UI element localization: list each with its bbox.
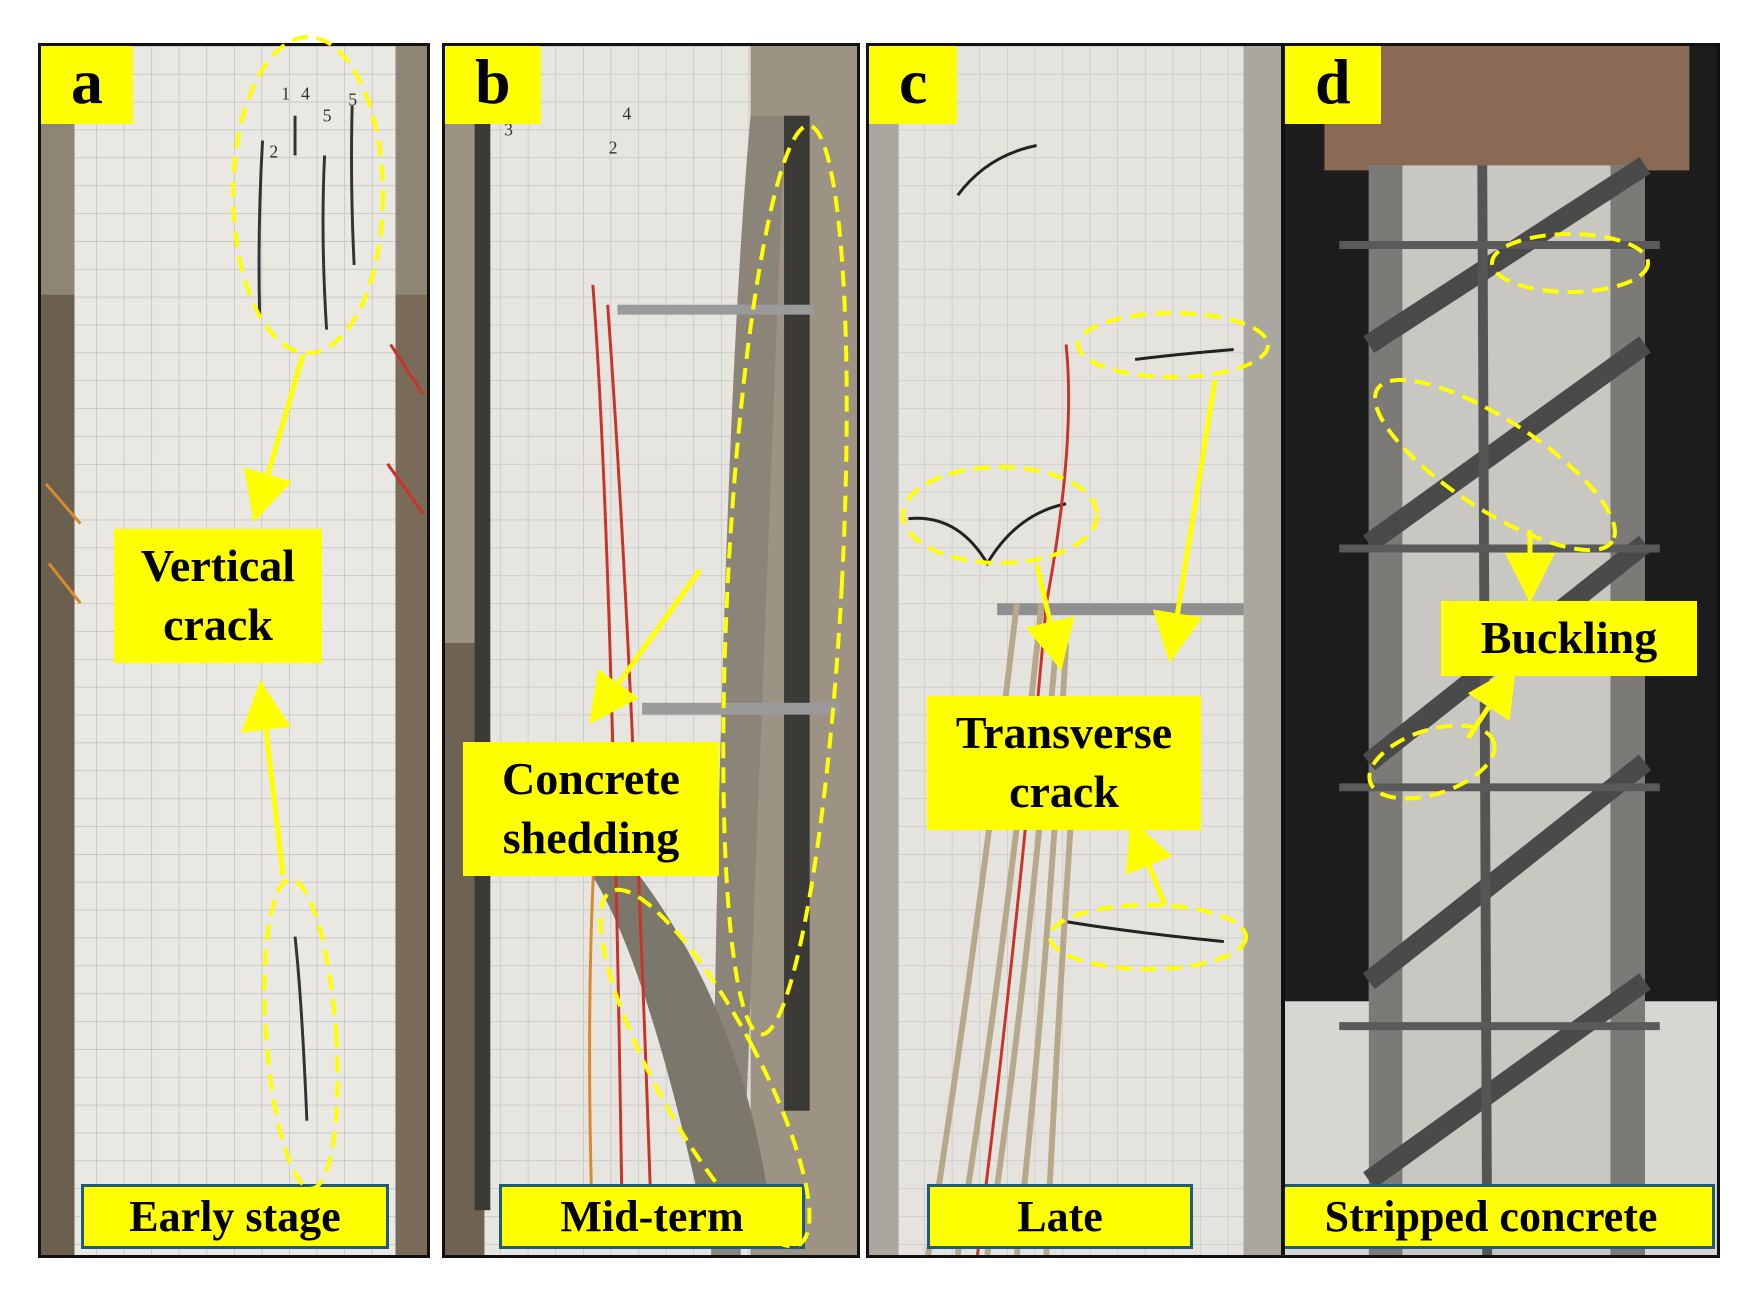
crack-mark: 4 — [301, 84, 310, 104]
panel-letter: b — [445, 46, 541, 124]
photo-panel-c — [869, 46, 1281, 1255]
panel-letter: d — [1285, 46, 1381, 124]
stage-caption: Late — [927, 1184, 1193, 1249]
panel-letter: c — [869, 46, 958, 124]
crack-mark: 5 — [323, 106, 332, 126]
crack-mark: 3 — [504, 119, 513, 139]
crack-mark: 2 — [269, 141, 278, 161]
annotation-label-buckling: Buckling — [1441, 601, 1697, 676]
crack-mark: 5 — [348, 90, 357, 110]
panel-d: d Buckling Stripped concrete — [1282, 43, 1720, 1258]
crack-mark: 1 — [281, 84, 290, 104]
crack-mark: 4 — [622, 104, 631, 124]
stage-caption: Mid-term — [499, 1184, 805, 1249]
crack-mark: 2 — [609, 137, 618, 157]
stage-caption: Early stage — [81, 1184, 389, 1249]
panel-letter: a — [41, 46, 133, 124]
stage-caption: Stripped concrete — [1285, 1184, 1715, 1249]
photo-panel-b: 3 4 2 — [445, 46, 857, 1255]
